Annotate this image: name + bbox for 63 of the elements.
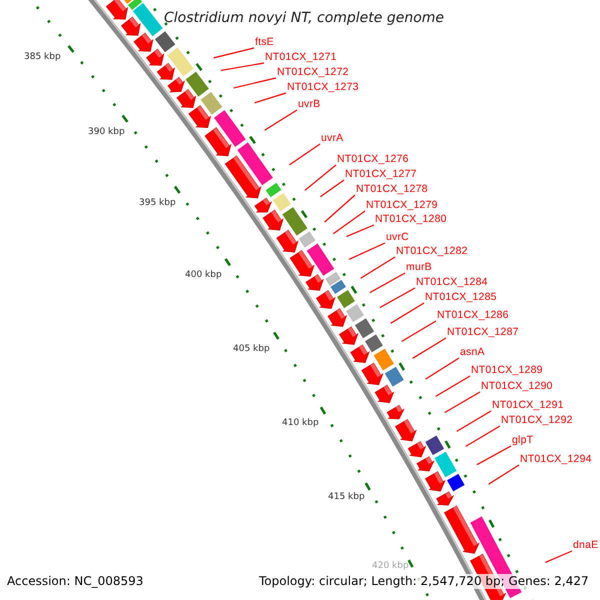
gene-label: NT01CX_1282: [396, 245, 468, 258]
scale-label: 405 kbp: [233, 344, 270, 355]
leader-line: [401, 320, 436, 342]
leader-line: [324, 194, 356, 222]
scale-label: 420 kbp: [372, 561, 409, 572]
leader-line: [488, 464, 520, 485]
gene-label: dnaE: [573, 539, 598, 552]
gene-label: NT01CX_1285: [425, 291, 497, 304]
leader-line: [465, 425, 500, 447]
gene-label: murB: [406, 261, 432, 274]
scale-label: 400 kbp: [185, 270, 222, 281]
leader-line: [370, 272, 406, 294]
gene-label: NT01CX_1286: [437, 309, 509, 322]
gene-label: NT01CX_1271: [265, 51, 337, 64]
gene-label: uvrB: [298, 98, 320, 111]
gene-label: NT01CX_1279: [366, 199, 438, 212]
gene-label: NT01CX_1292: [501, 414, 573, 427]
leader-line: [435, 375, 470, 397]
map-title: Clostridium novyi NT, complete genome: [164, 9, 444, 27]
gene-label: NT01CX_1273: [287, 81, 359, 94]
gene-label: NT01CX_1284: [416, 276, 488, 289]
topology-text: Topology: circular; Length: 2,547,720 bp; Genes: 2,427: [259, 574, 589, 589]
gene-label: NT01CX_1277: [345, 168, 417, 181]
scale-label: 390 kbp: [88, 127, 125, 138]
leader-line: [476, 445, 512, 466]
gene-label: NT01CX_1280: [375, 213, 447, 226]
leader-line: [412, 337, 446, 359]
leader-line: [380, 287, 416, 308]
gene-label: NT01CX_1289: [471, 364, 543, 377]
gene-label: NT01CX_1291: [492, 399, 564, 412]
leader-line: [289, 144, 320, 166]
leader-line: [320, 180, 344, 198]
leader-line: [346, 224, 374, 238]
gene-label: NT01CX_1294: [520, 453, 592, 466]
scale-label: 410 kbp: [282, 418, 319, 429]
leader-line: [254, 92, 286, 104]
scale-label: 415 kbp: [328, 492, 365, 503]
gene-label: NT01CX_1290: [481, 380, 553, 393]
gene-label: glpT: [512, 434, 534, 447]
scale-label: 395 kbp: [139, 198, 176, 209]
leader-line: [425, 358, 460, 380]
gene-label: ftsE: [255, 36, 274, 49]
leader-line: [456, 410, 492, 432]
leader-line: [545, 550, 572, 563]
gene-label: NT01CX_1278: [356, 183, 428, 196]
gene-label: uvrA: [321, 132, 344, 145]
leader-line: [390, 302, 424, 324]
leader-line: [264, 110, 298, 131]
leader-line: [444, 391, 480, 413]
accession-text: Accession: NC_008593: [7, 574, 144, 589]
leader-line: [220, 62, 264, 72]
leader-line: [304, 164, 336, 191]
gene-label: uvrC: [386, 231, 409, 244]
leader-line: [348, 242, 386, 260]
gene-label: asnA: [460, 346, 485, 359]
leader-line: [360, 256, 396, 279]
leader-line: [332, 210, 366, 234]
leader-line: [234, 77, 276, 89]
leader-line: [214, 47, 254, 58]
scale-label: 385 kbp: [24, 52, 61, 63]
gene-label: NT01CX_1287: [447, 326, 519, 339]
gene-label: NT01CX_1272: [277, 66, 349, 79]
gene-label: NT01CX_1276: [337, 153, 409, 166]
